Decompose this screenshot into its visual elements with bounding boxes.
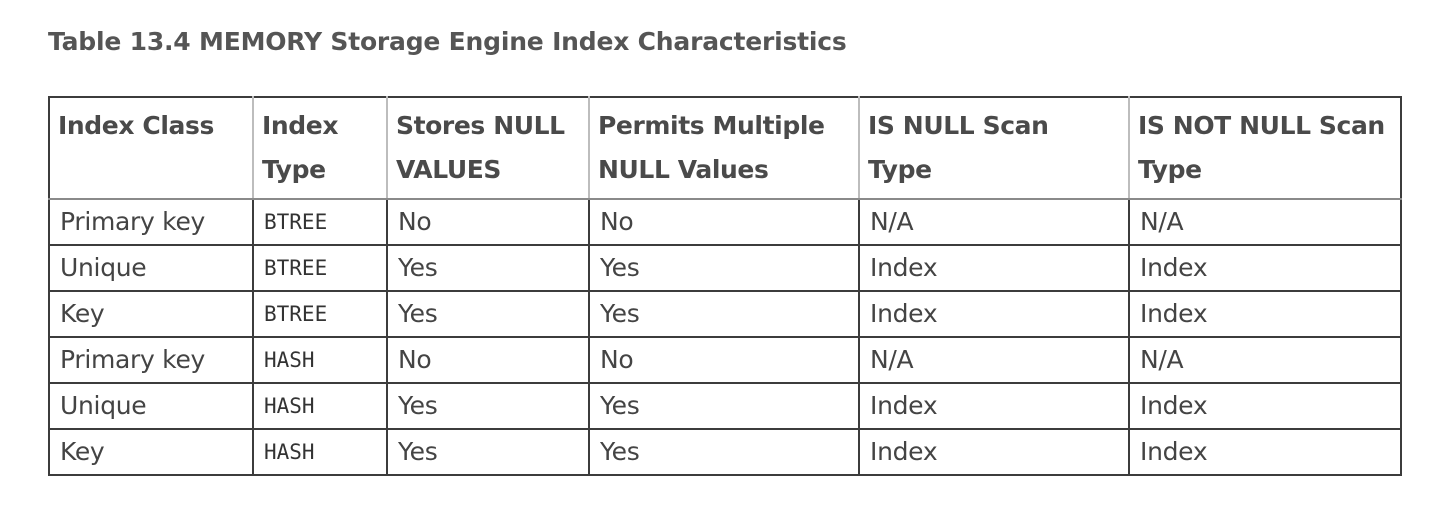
index-characteristics-table: Index Class Index Type Stores NULL VALUE… (48, 96, 1402, 476)
cell-is-not-null-scan-type: Index (1128, 382, 1402, 430)
table-row: Primary key HASH No No N/A N/A (48, 336, 1402, 384)
cell-index-type: BTREE (252, 244, 388, 292)
column-header-stores-null-values: Stores NULL VALUES (386, 96, 590, 200)
cell-index-type: HASH (252, 428, 388, 476)
cell-is-not-null-scan-type: N/A (1128, 336, 1402, 384)
cell-index-class: Primary key (48, 336, 254, 384)
table-header-row: Index Class Index Type Stores NULL VALUE… (48, 96, 1402, 200)
cell-stores-null-values: Yes (386, 382, 590, 430)
cell-is-null-scan-type: Index (858, 382, 1130, 430)
cell-is-not-null-scan-type: Index (1128, 428, 1402, 476)
cell-index-type: HASH (252, 336, 388, 384)
cell-stores-null-values: No (386, 336, 590, 384)
cell-is-null-scan-type: N/A (858, 198, 1130, 246)
cell-index-class: Unique (48, 382, 254, 430)
cell-index-class: Primary key (48, 198, 254, 246)
column-header-is-null-scan-type: IS NULL Scan Type (858, 96, 1130, 200)
cell-index-class: Unique (48, 244, 254, 292)
cell-is-not-null-scan-type: Index (1128, 244, 1402, 292)
cell-permits-multiple-null-values: Yes (588, 428, 860, 476)
cell-index-type: BTREE (252, 198, 388, 246)
table-row: Unique BTREE Yes Yes Index Index (48, 244, 1402, 292)
column-header-index-type: Index Type (252, 96, 388, 200)
column-header-permits-multiple-null-values: Permits Multiple NULL Values (588, 96, 860, 200)
table-row: Primary key BTREE No No N/A N/A (48, 198, 1402, 246)
table-row: Key BTREE Yes Yes Index Index (48, 290, 1402, 338)
cell-stores-null-values: No (386, 198, 590, 246)
cell-is-null-scan-type: Index (858, 244, 1130, 292)
cell-index-type: BTREE (252, 290, 388, 338)
cell-permits-multiple-null-values: Yes (588, 290, 860, 338)
cell-index-type: HASH (252, 382, 388, 430)
cell-stores-null-values: Yes (386, 428, 590, 476)
table-row: Key HASH Yes Yes Index Index (48, 428, 1402, 476)
cell-stores-null-values: Yes (386, 290, 590, 338)
cell-permits-multiple-null-values: No (588, 336, 860, 384)
table-row: Unique HASH Yes Yes Index Index (48, 382, 1402, 430)
cell-is-not-null-scan-type: N/A (1128, 198, 1402, 246)
column-header-index-class: Index Class (48, 96, 254, 200)
cell-permits-multiple-null-values: Yes (588, 382, 860, 430)
cell-is-null-scan-type: N/A (858, 336, 1130, 384)
cell-is-null-scan-type: Index (858, 428, 1130, 476)
column-header-is-not-null-scan-type: IS NOT NULL Scan Type (1128, 96, 1402, 200)
cell-permits-multiple-null-values: No (588, 198, 860, 246)
cell-index-class: Key (48, 290, 254, 338)
cell-index-class: Key (48, 428, 254, 476)
cell-stores-null-values: Yes (386, 244, 590, 292)
cell-is-null-scan-type: Index (858, 290, 1130, 338)
page-title: Table 13.4 MEMORY Storage Engine Index C… (48, 27, 847, 56)
cell-is-not-null-scan-type: Index (1128, 290, 1402, 338)
cell-permits-multiple-null-values: Yes (588, 244, 860, 292)
